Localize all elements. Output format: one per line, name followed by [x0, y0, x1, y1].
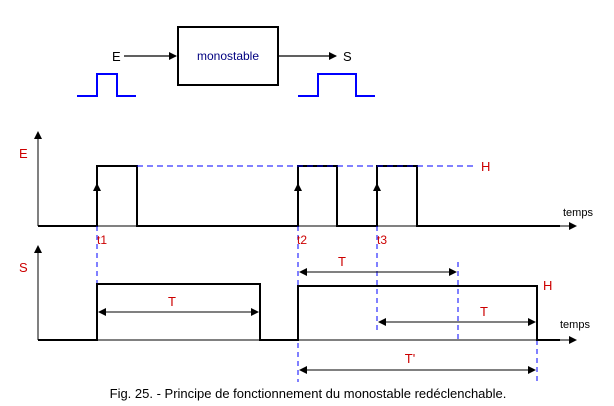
- e-high-label: H: [481, 159, 490, 174]
- input-timing-chart: E temps H: [19, 131, 593, 230]
- monostable-label: monostable: [197, 49, 259, 63]
- output-label-s: S: [343, 49, 352, 64]
- figure-caption: Fig. 25. - Principe de fonctionnement du…: [110, 386, 507, 401]
- time-guides: [96, 226, 538, 382]
- s-high-label: H: [543, 278, 552, 293]
- e-axis-label: E: [19, 146, 28, 161]
- top-time-label: temps: [563, 207, 593, 219]
- block-diagram: E monostable S: [77, 26, 375, 97]
- t1-label: t1: [97, 233, 107, 247]
- s-axis-label: S: [19, 260, 28, 275]
- bottom-time-label: temps: [560, 319, 590, 331]
- output-waveform: [38, 283, 560, 341]
- period-first-label: T: [168, 294, 176, 309]
- input-label-e: E: [112, 49, 121, 64]
- t3-label: t3: [377, 233, 387, 247]
- output-timing-chart: S temps H T T T T': [19, 245, 590, 374]
- period-second-a-label: T: [338, 254, 346, 269]
- period-second-b-label: T: [480, 304, 488, 319]
- t2-label: t2: [297, 233, 307, 247]
- output-pulse-icon: [298, 73, 375, 97]
- total-period-label: T': [405, 351, 415, 366]
- input-waveform: [38, 165, 560, 227]
- input-pulse-icon: [77, 73, 136, 97]
